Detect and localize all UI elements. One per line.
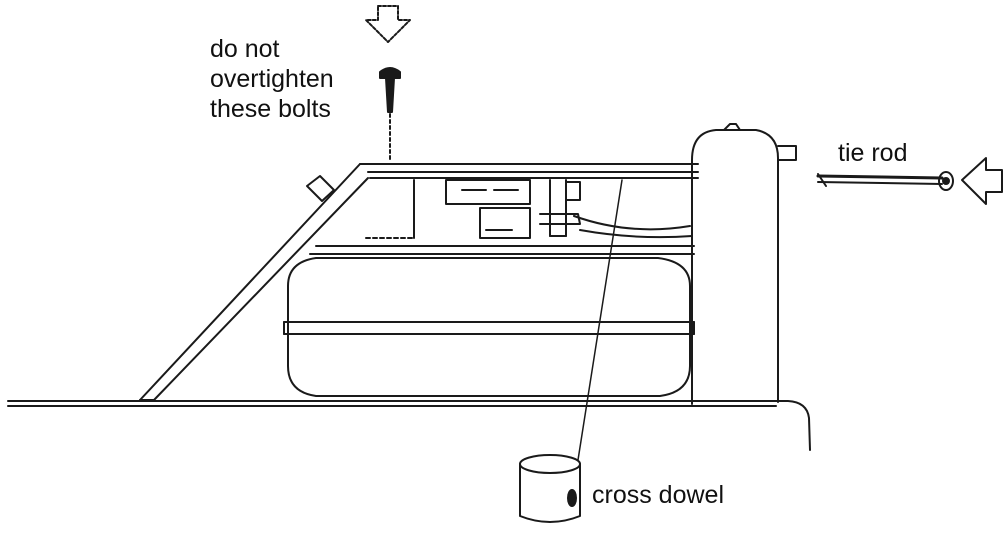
inner-frame: [310, 180, 694, 254]
bolt-icon: [380, 68, 400, 160]
slanted-rail: [140, 164, 368, 400]
bolt-note-line1: do not: [210, 35, 280, 63]
arrow-down-icon: [366, 6, 410, 42]
cushion: [284, 258, 694, 396]
top-rail: [360, 164, 698, 178]
bolt-note-line3: these bolts: [210, 95, 331, 123]
dowel-leader-line: [578, 180, 622, 460]
cross-dowel-icon: [520, 455, 580, 522]
rail-peg: [307, 176, 334, 201]
tie-rod-label: tie rod: [838, 139, 908, 167]
cross-dowel-label: cross dowel: [592, 481, 724, 509]
brackets: [446, 180, 692, 238]
floor-line: [8, 401, 810, 450]
tie-rod-icon: [818, 172, 953, 190]
bolt-note-line2: overtighten: [210, 65, 334, 93]
arrow-left-icon: [962, 158, 1002, 204]
side-post: [692, 124, 796, 404]
